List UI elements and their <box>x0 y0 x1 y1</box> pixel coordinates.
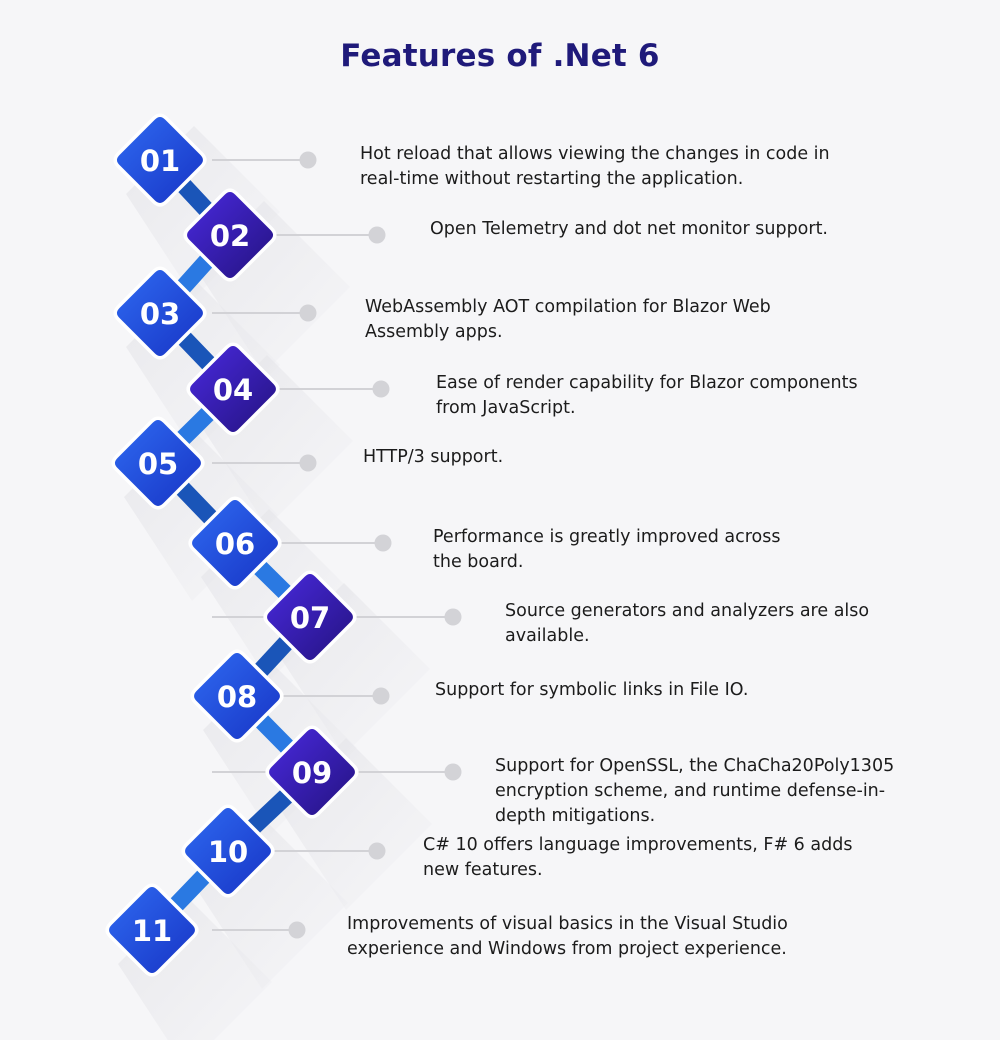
feature-text-line: Ease of render capability for Blazor com… <box>436 373 858 393</box>
feature-text-line: Performance is greatly improved across <box>433 527 781 547</box>
feature-text-line: Hot reload that allows viewing the chang… <box>360 144 830 164</box>
badge-number: 11 <box>132 914 172 948</box>
badge-diamond <box>111 416 205 510</box>
feature-text-08: Support for symbolic links in File IO. <box>435 678 748 703</box>
badge-07: 07 <box>263 570 357 664</box>
badge-09: 09 <box>265 725 359 819</box>
badge-number: 03 <box>140 297 180 331</box>
feature-text-09: Support for OpenSSL, the ChaCha20Poly130… <box>495 754 894 829</box>
leader-dot-06 <box>374 534 392 552</box>
feature-text-05: HTTP/3 support. <box>363 445 503 470</box>
feature-text-line: new features. <box>423 860 543 880</box>
badge-diamond <box>105 883 199 977</box>
badge-diamond <box>265 725 359 819</box>
leader-lines <box>212 151 462 939</box>
feature-text-10: C# 10 offers language improvements, F# 6… <box>423 833 852 883</box>
badge-05: 05 <box>111 416 205 510</box>
feature-text-line: Support for symbolic links in File IO. <box>435 680 749 700</box>
badge-diamond <box>183 188 277 282</box>
leader-dot-08 <box>372 687 390 705</box>
leader-dot-04 <box>372 380 390 398</box>
badge-02: 02 <box>183 188 277 282</box>
leader-dot-09 <box>444 763 462 781</box>
feature-text-line: WebAssembly AOT compilation for Blazor W… <box>365 297 771 317</box>
feature-text-03: WebAssembly AOT compilation for Blazor W… <box>365 295 771 345</box>
badge-diamond <box>113 266 207 360</box>
badge-diamond <box>263 570 357 664</box>
badge-number: 04 <box>213 373 253 407</box>
badge-number: 02 <box>210 219 250 253</box>
leader-dot-10 <box>368 842 386 860</box>
badge-diamond <box>190 649 284 743</box>
badge-number: 07 <box>290 601 330 635</box>
feature-text-04: Ease of render capability for Blazor com… <box>436 371 858 421</box>
feature-text-line: Source generators and analyzers are also <box>505 601 870 621</box>
badge-diamond <box>188 496 282 590</box>
badge-diamond <box>186 342 280 436</box>
badge-number: 06 <box>215 527 255 561</box>
badge-04: 04 <box>186 342 280 436</box>
leader-dot-03 <box>299 304 317 322</box>
badge-diamond <box>181 804 275 898</box>
badge-number: 05 <box>138 447 178 481</box>
feature-text-line: C# 10 offers language improvements, F# 6… <box>423 835 853 855</box>
feature-text-line: HTTP/3 support. <box>363 447 504 467</box>
badge-number: 08 <box>217 680 257 714</box>
feature-text-06: Performance is greatly improved across th… <box>433 525 780 575</box>
feature-text-11: Improvements of visual basics in the Vis… <box>347 912 788 962</box>
badge-11: 11 <box>105 883 199 977</box>
leader-dot-11 <box>288 921 306 939</box>
leader-dot-02 <box>368 226 386 244</box>
feature-text-line: experience and Windows from project expe… <box>347 939 787 959</box>
feature-text-line: depth mitigations. <box>495 806 656 826</box>
number-badges: 01 02 03 04 05 06 07 08 09 10 11 <box>105 113 359 977</box>
feature-text-line: available. <box>505 626 590 646</box>
badge-03: 03 <box>113 266 207 360</box>
badge-number: 09 <box>292 756 332 790</box>
feature-text-line: encryption scheme, and runtime defense-i… <box>495 781 886 801</box>
badge-08: 08 <box>190 649 284 743</box>
feature-text-line: Assembly apps. <box>365 322 503 342</box>
feature-text-line: Improvements of visual basics in the Vis… <box>347 914 788 934</box>
badge-diamond <box>113 113 207 207</box>
feature-text-line: Open Telemetry and dot net monitor suppo… <box>430 219 828 239</box>
badge-01: 01 <box>113 113 207 207</box>
badge-10: 10 <box>181 804 275 898</box>
leader-dot-07 <box>444 608 462 626</box>
feature-text-line: from JavaScript. <box>436 398 576 418</box>
badge-number: 10 <box>208 835 248 869</box>
feature-text-line: the board. <box>433 552 524 572</box>
badge-number: 01 <box>140 144 180 178</box>
feature-text-01: Hot reload that allows viewing the chang… <box>360 142 830 192</box>
feature-text-07: Source generators and analyzers are also… <box>505 599 869 649</box>
leader-dot-05 <box>299 454 317 472</box>
feature-text-line: Support for OpenSSL, the ChaCha20Poly130… <box>495 756 895 776</box>
feature-text-line: real-time without restarting the applica… <box>360 169 744 189</box>
leader-dot-01 <box>299 151 317 169</box>
badge-06: 06 <box>188 496 282 590</box>
feature-text-02: Open Telemetry and dot net monitor suppo… <box>430 217 828 242</box>
page-title: Features of .Net 6 <box>340 38 660 74</box>
